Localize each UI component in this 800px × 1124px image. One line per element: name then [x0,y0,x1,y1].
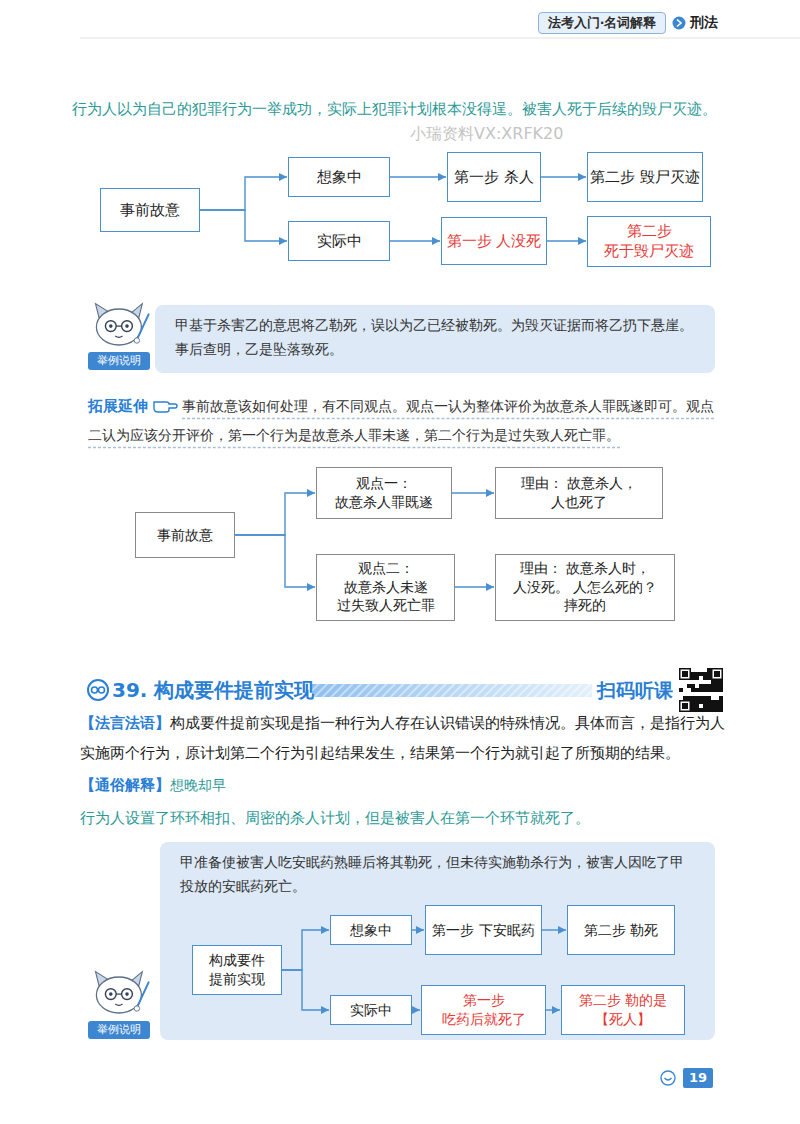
flow-arrow [390,176,446,177]
node-text: 事前故意 [120,200,180,220]
flow-arrow [200,177,287,210]
node-text: 甲准备使被害人吃安眠药熟睡后将其勒死，但未待实施勒杀行为，被害人因吃了甲投放的安… [180,850,697,898]
opinion-box: 理由： 故意杀人时，人没死。 人怎么死的？摔死的 [495,554,675,621]
process-box: 第一步 下安眠药 [425,905,542,955]
node-text: 第一步 杀人 [454,167,534,187]
flow-arrow [546,1009,560,1010]
flow-arrow [235,493,315,535]
example-panel: 甲准备使被害人吃安眠药熟睡后将其勒死，但未待实施勒杀行为，被害人因吃了甲投放的安… [160,842,715,1040]
process-box: 构成要件 提前实现 [192,945,282,995]
scan-hint: 扫码听课 [597,678,673,704]
section-bar [312,684,592,697]
page-icon [661,1071,675,1085]
node-text: 理由： 故意杀人时，人没死。 人怎么死的？摔死的 [496,559,674,616]
node-text: 实际中 [350,1001,392,1020]
flow-arrow [412,1009,420,1010]
mascot [96,304,149,345]
summary-line: 行为人设置了环环相扣、周密的杀人计划，但是被害人在第一个环节就死了。 [80,806,728,830]
node-text: 观点二： 故意杀人未遂 过失致人死亡罪 [317,559,454,616]
process-box: 第二步 毁尸灭迹 [587,152,703,202]
pointer-icon [152,397,178,413]
node-text: 第二步 勒死 [584,921,658,940]
result-box: 第一步 人没死 [441,217,547,265]
flow-arrow [547,240,586,241]
node-text: 第一步 下安眠药 [432,921,534,940]
header-icon [673,17,686,30]
flow-arrow [542,929,566,930]
panel-ground [155,305,715,373]
watermark: 小瑞资料VX:XRFK20 [410,124,563,145]
example-tag: 举例说明 [88,1021,150,1039]
node-text: 甲基于杀害乙的意思将乙勒死，误以为乙已经被勒死。为毁灭证据而将乙扔下悬崖。事后查… [175,313,697,361]
node-text: 第一步 吃药后就死了 [422,991,545,1029]
node-text: 想象中 [317,167,362,187]
flow-arrow [235,535,315,587]
header-tab: 法考入门·名词解释 [538,12,666,34]
process-box: 想象中 [288,157,390,197]
summary-line: 行为人以为自己的犯罪行为一举成功，实际上犯罪计划根本没得逞。被害人死于后续的毁尸… [72,100,762,119]
paragraph: 【法言法语】构成要件提前实现是指一种行为人存在认识错误的特殊情况。具体而言，是指… [80,708,728,768]
extension-heading: 拓展延伸 [88,397,148,415]
flow-arrow [452,492,494,493]
node-text: 观点一： 故意杀人罪既遂 [317,474,451,512]
process-box: 想象中 [330,915,412,945]
node-text: 理由： 故意杀人，人也死了 [496,474,662,512]
result-box: 第一步 吃药后就死了 [421,985,546,1035]
flow-arrow [412,929,424,930]
flow-arrow [282,970,329,1010]
flow-arrow [282,930,329,970]
header-rule [80,38,800,39]
section-title: 39. 构成要件提前实现 [112,677,314,704]
qr-code [679,668,723,712]
process-box: 实际中 [330,995,412,1025]
pointer-icon [152,394,178,410]
flow-arrow [200,210,287,241]
result-box: 第二步 死于毁尸灭迹 [587,216,711,267]
chapter-name: 刑法 [690,14,718,32]
section-icon [88,680,108,700]
extension-text: 事前故意该如何处理，有不同观点。观点一认为整体评价为故意杀人罪既遂即可。观点二认… [88,398,714,443]
node-text: 第一步 人没死 [447,231,542,251]
opinion-box: 事前故意 [135,512,235,558]
paragraph: 【通俗解释】想晚却早 [80,770,728,800]
node-text: 第二步 毁尸灭迹 [590,167,700,187]
opinion-box: 理由： 故意杀人，人也死了 [495,467,663,519]
node-text: 想象中 [350,921,392,940]
result-box: 第二步 勒的是【死人】 [561,985,685,1035]
flow-arrow [455,586,494,587]
node-text: 第二步 勒的是【死人】 [562,991,684,1029]
node-text: 构成要件 提前实现 [193,951,281,989]
panel-ground [160,842,715,1040]
flow-arrow [390,240,440,241]
term-heading: 【法言法语】 [80,714,170,732]
page-number: 19 [683,1068,713,1088]
process-box: 第一步 杀人 [447,152,541,202]
example-tag: 举例说明 [88,352,150,370]
definition-text: 构成要件提前实现是指一种行为人存在认识错误的特殊情况。具体而言，是指行为人实施两… [80,714,725,762]
opinion-box: 观点二： 故意杀人未遂 过失致人死亡罪 [316,554,455,621]
mascot [96,972,149,1013]
plain-gloss: 想晚却早 [170,777,226,793]
node-text: 实际中 [317,231,362,251]
process-box: 第二步 勒死 [567,905,675,955]
flow-arrow [541,176,586,177]
node-text: 第二步 死于毁尸灭迹 [588,221,710,262]
term-heading: 【通俗解释】 [80,776,170,794]
opinion-box: 观点一： 故意杀人罪既遂 [316,467,452,519]
example-panel: 甲基于杀害乙的意思将乙勒死，误以为乙已经被勒死。为毁灭证据而将乙扔下悬崖。事后查… [155,305,715,373]
paragraph: 拓展延伸事前故意该如何处理，有不同观点。观点一认为整体评价为故意杀人罪既遂即可。… [88,392,718,450]
process-box: 事前故意 [100,188,200,232]
node-text: 事前故意 [157,526,213,545]
process-box: 实际中 [288,221,390,261]
